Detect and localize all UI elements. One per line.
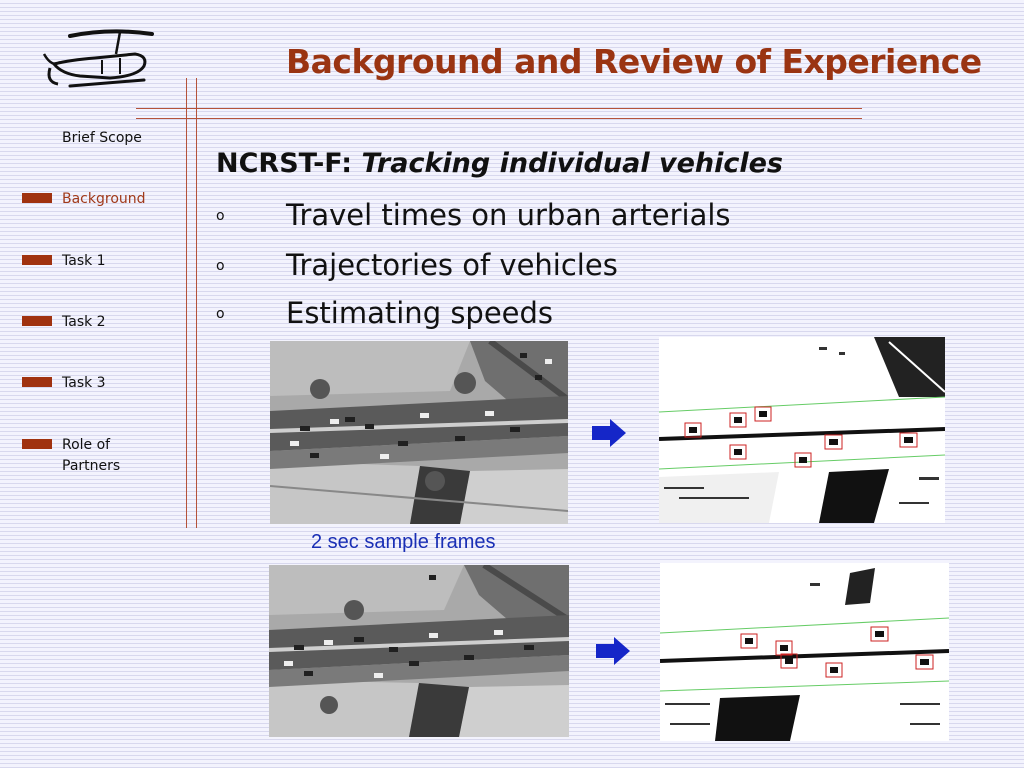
right-arrow-icon: [596, 637, 630, 665]
bullet-marker: o: [216, 306, 225, 322]
nav-item-label: Task 2: [62, 314, 106, 330]
tracking-result-frame-2: [660, 563, 949, 741]
title-rule-bottom: [136, 118, 862, 119]
tracking-result-frame-1: [659, 337, 945, 523]
heading-separator: :: [341, 148, 362, 179]
aerial-photo-frame-2: [269, 565, 569, 737]
nav-marker: [22, 255, 52, 265]
nav-item-label: Role of Partners: [62, 437, 121, 474]
right-arrow-icon: [592, 419, 626, 447]
content-heading: NCRST-F: Tracking individual vehicles: [216, 148, 783, 179]
nav-item-label: Task 3: [62, 375, 106, 391]
bullet-text: Trajectories of vehicles: [286, 248, 618, 282]
bullet-marker: o: [216, 208, 225, 224]
nav-marker: [22, 377, 52, 387]
aerial-photo-frame-1: [270, 341, 568, 524]
nav-item-label: Background: [62, 191, 146, 207]
nav-marker: [22, 193, 52, 203]
nav-marker: [22, 439, 52, 449]
bullet-marker: o: [216, 258, 225, 274]
nav-item-label: Brief Scope: [62, 130, 142, 146]
sidebar-rule-right: [196, 78, 197, 528]
helicopter-icon: [40, 24, 160, 94]
image-caption: 2 sec sample frames: [311, 531, 496, 553]
bullet-text: Travel times on urban arterials: [286, 198, 731, 232]
slide-title: Background and Review of Experience: [286, 42, 982, 81]
nav-marker: [22, 316, 52, 326]
sidebar-rule-left: [186, 78, 187, 528]
nav-item-label: Task 1: [62, 253, 106, 269]
bullet-text: Estimating speeds: [286, 296, 554, 330]
heading-italic: Tracking individual vehicles: [361, 148, 784, 179]
title-rule-top: [136, 108, 862, 109]
heading-prefix: NCRST-F: [216, 148, 342, 179]
